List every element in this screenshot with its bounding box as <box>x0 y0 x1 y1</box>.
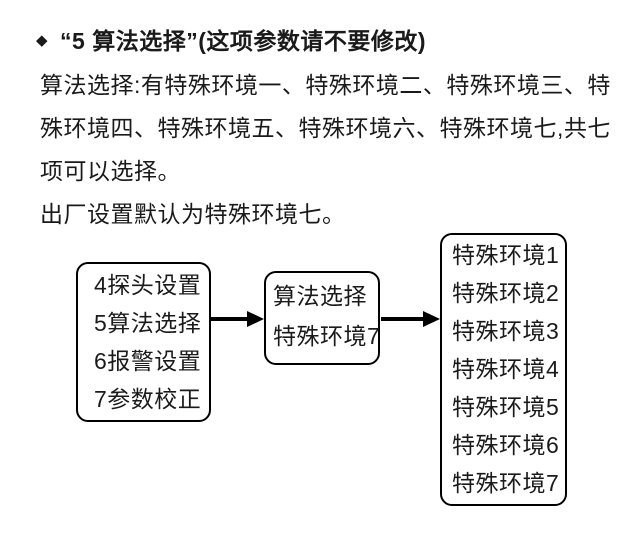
menu-list-box: 4探头设置 5算法选择 6报警设置 7参数校正 <box>76 262 211 422</box>
body-paragraph: 算法选择:有特殊环境一、特殊环境二、特殊环境三、特殊环境四、特殊环境五、特殊环境… <box>40 64 635 236</box>
option-item: 特殊环境6 <box>452 432 560 458</box>
menu-item: 5算法选择 <box>94 310 202 336</box>
options-list-box: 特殊环境1 特殊环境2 特殊环境3 特殊环境4 特殊环境5 特殊环境6 特殊环境7 <box>440 233 567 506</box>
option-item: 特殊环境3 <box>452 318 560 344</box>
menu-item: 6报警设置 <box>94 348 202 374</box>
right-arrow-icon <box>381 311 440 327</box>
paragraph-line: 出厂设置默认为特殊环境七。 <box>40 201 346 227</box>
menu-item: 4探头设置 <box>94 272 202 298</box>
option-item: 特殊环境7 <box>452 470 560 496</box>
paragraph-line: 算法选择:有特殊环境一、特殊环境二、特殊环境三、特 <box>40 72 611 98</box>
option-item: 特殊环境4 <box>452 356 560 382</box>
option-item: 特殊环境5 <box>452 394 560 420</box>
diamond-bullet-icon: ◆ <box>36 31 49 49</box>
selection-line: 算法选择 <box>273 283 367 309</box>
option-item: 特殊环境1 <box>452 242 560 268</box>
paragraph-line: 殊环境四、特殊环境五、特殊环境六、特殊环境七,共七 <box>40 115 611 141</box>
selection-box: 算法选择特殊环境7 <box>264 271 380 365</box>
right-arrow-icon <box>211 311 264 327</box>
section-heading: ◆ “5 算法选择”(这项参数请不要修改) <box>36 22 426 56</box>
selection-line: 特殊环境7 <box>273 323 381 349</box>
menu-item: 7参数校正 <box>94 386 202 412</box>
section-heading-text: “5 算法选择”(这项参数请不要修改) <box>60 28 427 54</box>
paragraph-line: 项可以选择。 <box>40 158 181 184</box>
option-item: 特殊环境2 <box>452 280 560 306</box>
